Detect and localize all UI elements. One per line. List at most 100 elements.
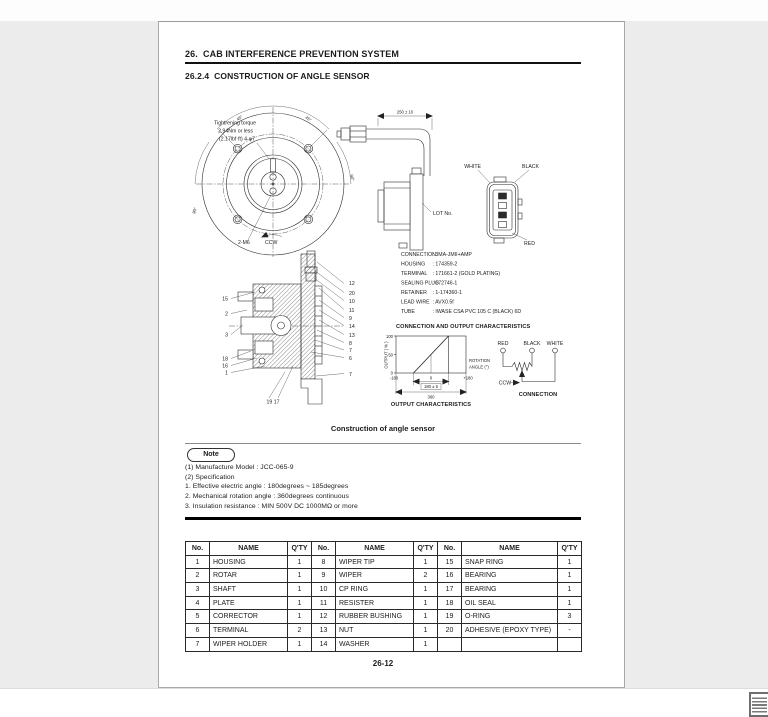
table-cell: 1 (287, 568, 312, 584)
table-cell: RUBBER BUSHING (335, 609, 414, 625)
cross-section-diagram: 12 20 10 11 9 14 13 8 7 6 7 15 2 3 18 16… (222, 250, 355, 406)
spec-value: : AVX0.5f (433, 300, 455, 306)
callout-number: 2 (225, 312, 228, 318)
ccw-label: CCW (265, 240, 277, 246)
table-header-cell: Q'TY (413, 541, 438, 556)
table-cell: PLATE (209, 595, 288, 611)
note-badge: Note (187, 448, 235, 462)
table-header-cell: Q'TY (287, 541, 312, 556)
callout-number: 14 (349, 324, 355, 330)
table-cell: NUT (335, 623, 414, 638)
note-line: (2) Specification (185, 473, 235, 481)
spec-label: SEALING PLUG (401, 281, 439, 287)
spec-value: : 174359-2 (433, 262, 458, 268)
note-line: (1) Manufacture Model : JCC-065-9 (185, 464, 294, 471)
table-header-cell: NAME (209, 541, 288, 556)
table-cell: 14 (311, 636, 336, 652)
x-tick-neg180: -180 (390, 376, 399, 381)
note-line: 3. Insulation resistance : MIN 500V DC 1… (185, 502, 358, 510)
section-title: 26. CAB INTERFERENCE PREVENTION SYSTEM (185, 49, 399, 59)
section-title-rule (185, 62, 581, 64)
schematic-ccw-label: CCW (499, 380, 511, 386)
dim-180-label: 180 ± 5 (424, 384, 439, 389)
callout-number: 10 (349, 299, 355, 305)
viewer-bottom-band (0, 688, 768, 715)
table-cell: WIPER (335, 568, 414, 584)
table-cell: CP RING (335, 582, 414, 597)
schematic-red-label: RED (498, 341, 509, 347)
note-line: 2. Mechanical rotation angle : 360degree… (185, 493, 349, 501)
table-cell: WIPER HOLDER (209, 636, 288, 652)
callout-number: 19 17 (267, 400, 280, 406)
table-cell: 1 (287, 609, 312, 625)
viewer-canvas: 26. CAB INTERFERENCE PREVENTION SYSTEM 2… (0, 21, 768, 688)
spec-value: : 172746-1 (433, 281, 458, 287)
front-view-diagram: Tightrening torque 2.94Nm or less (2.17l… (191, 105, 356, 257)
side-view-diagram: 250 ± 10 LOT No. (336, 110, 453, 251)
spec-label: CONNECTION (401, 252, 436, 258)
y-tick-50: 50 (388, 353, 393, 358)
characteristics-heading: CONNECTION AND OUTPUT CHARACTERISTICS (396, 324, 530, 330)
table-cell: 1 (287, 554, 312, 570)
table-cell: 10 (311, 582, 336, 597)
table-cell: BEARING (461, 568, 558, 584)
table-cell: 1 (413, 582, 438, 597)
table-cell: 6 (185, 623, 210, 638)
x-tick-pos180: +180 (463, 376, 473, 381)
document-lines-icon[interactable] (749, 692, 768, 717)
table-cell: HOUSING (209, 554, 288, 570)
angle-label: 45° (304, 115, 312, 123)
table-cell: 1 (287, 582, 312, 597)
table-cell: 1 (413, 554, 438, 570)
callout-number: 6 (349, 356, 352, 362)
output-characteristics-graph: 100 50 0 -180 0 +180 180 ± 5 360 ROTATIO… (384, 334, 491, 408)
spec-label: HOUSING (401, 262, 425, 268)
x-axis-label-line2: ANGLE (°) (469, 365, 489, 370)
table-cell: 1 (413, 636, 438, 652)
connector-black-label: BLACK (522, 164, 540, 170)
spec-value: : 3MA-JMII+AMP (433, 252, 473, 258)
section-bottom-rule (185, 517, 581, 520)
table-cell: 2 (287, 623, 312, 638)
table-cell (557, 636, 582, 652)
callout-number: 18 (222, 357, 228, 363)
note-line: 1. Effective electric angle : 180degrees… (185, 483, 349, 491)
table-cell: 15 (437, 554, 462, 570)
table-cell: CORRECTOR (209, 609, 288, 625)
spec-value: : 1-174360-1 (433, 290, 463, 296)
table-cell: 1 (557, 554, 582, 570)
table-cell: WASHER (335, 636, 414, 652)
table-cell: - (557, 623, 582, 638)
table-cell: 17 (437, 582, 462, 597)
table-cell: 18 (437, 595, 462, 611)
table-cell: 2 (413, 568, 438, 584)
table-cell: OIL SEAL (461, 595, 558, 611)
page-number: 26-12 (372, 659, 394, 668)
lot-no-label: LOT No. (433, 211, 453, 217)
table-cell: 16 (437, 568, 462, 584)
table-cell (437, 636, 462, 652)
x-axis-label-line1: ROTATION (469, 358, 490, 363)
torque-note-line2: 2.94Nm or less (218, 129, 253, 135)
bolt-count-label: 2-M6 (238, 240, 250, 246)
connector-red-label: RED (524, 241, 535, 247)
connection-schematic: RED BLACK WHITE CCW CONNECTION (498, 341, 564, 398)
table-header-cell: No. (311, 541, 336, 556)
table-cell: 19 (437, 609, 462, 625)
angle-label: 90° (349, 174, 356, 182)
table-cell: 20 (437, 623, 462, 638)
schematic-white-label: WHITE (547, 341, 564, 347)
dim-360-label: 360 (428, 395, 436, 400)
table-header-cell: NAME (335, 541, 414, 556)
viewer-top-band (0, 0, 768, 22)
spec-label: LEAD WIRE (401, 300, 430, 306)
callout-number: 9 (349, 316, 352, 322)
manual-page: 26. CAB INTERFERENCE PREVENTION SYSTEM 2… (158, 21, 625, 688)
torque-note-line3: (2.17lbf·ft) 4-φ7 (219, 137, 255, 143)
